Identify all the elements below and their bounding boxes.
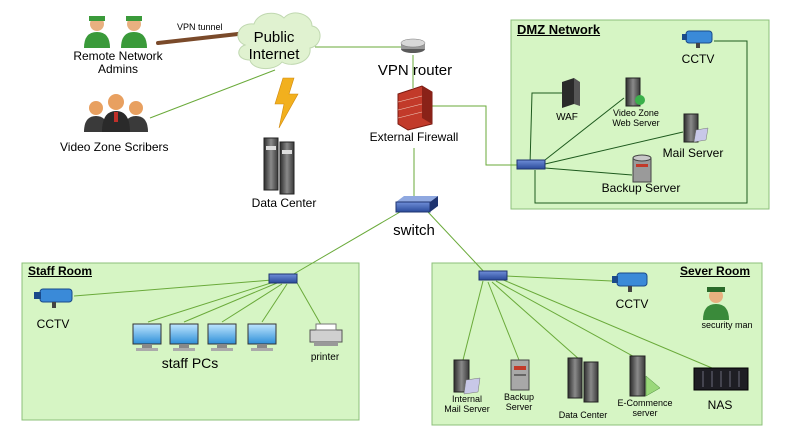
dmz-links xyxy=(529,40,748,204)
internal-mail-label: Internal Mail Server xyxy=(444,394,490,415)
waf-icon xyxy=(562,78,580,108)
switch-to-server-link xyxy=(427,211,488,276)
server-link-ecommerce xyxy=(495,280,641,361)
security-man-label: security man xyxy=(701,320,753,330)
dmz-switch-to-mail xyxy=(544,131,684,165)
web-server-icon xyxy=(625,77,645,107)
backup-small-line1: Backup xyxy=(503,392,535,402)
switch-to-staff-link xyxy=(291,211,401,276)
ecommerce-server-icon xyxy=(629,355,661,397)
staff-link-printer xyxy=(295,280,325,331)
staff-room-title: Staff Room xyxy=(28,264,92,278)
staff-cctv-icon xyxy=(34,288,73,308)
video-web-server-line2: Web Server xyxy=(612,117,660,128)
dmz-switch-to-backup xyxy=(544,167,633,176)
lightning-icon xyxy=(274,77,299,129)
staff-switch-icon xyxy=(268,273,298,284)
video-scribers-label: Video Zone Scribers xyxy=(60,140,169,154)
nas-label: NAS xyxy=(707,398,733,412)
backup-server-small-icon xyxy=(510,359,530,391)
vpn-router-label: VPN router xyxy=(377,62,453,79)
firewall-icon xyxy=(397,85,433,131)
pc-icons xyxy=(132,323,277,351)
backup-small-label: Backup Server xyxy=(503,392,535,413)
backup-small-line2: Server xyxy=(505,401,533,412)
nas-icon xyxy=(693,367,749,391)
server-link-datacenter xyxy=(491,281,581,361)
server-link-mail xyxy=(462,280,484,361)
pc-icon-3 xyxy=(207,323,237,351)
remote-admins-line1: Remote Network xyxy=(73,49,163,63)
vpn-tunnel xyxy=(156,32,240,45)
data-center-icon xyxy=(263,137,295,195)
cloud-icon xyxy=(237,12,321,69)
public-internet-line1: Public xyxy=(253,29,295,46)
ecommerce-line1: E-Commence xyxy=(617,398,673,408)
waf-label: WAF xyxy=(556,112,578,123)
firewall-to-dmz-link xyxy=(432,105,518,166)
dmz-zone-title: DMZ Network xyxy=(517,22,601,37)
backup-server-label: Backup Server xyxy=(601,181,681,195)
server-link-cctv xyxy=(505,275,613,282)
server-link-backup xyxy=(487,281,520,361)
pc-icon-4 xyxy=(247,323,277,351)
dmz-cctv-label: CCTV xyxy=(681,52,715,66)
printer-icon xyxy=(309,323,343,346)
internal-mail-line2: Mail Server xyxy=(444,403,490,414)
mail-server-icon xyxy=(683,113,709,143)
data-center-top-label: Data Center xyxy=(251,196,317,210)
ecommerce-line2: server xyxy=(632,407,658,418)
public-internet-label: Public Internet xyxy=(248,29,300,63)
backup-server-icon xyxy=(632,154,652,183)
data-center-small-icon xyxy=(567,357,599,403)
printer-label: printer xyxy=(310,352,340,363)
video-web-server-line1: Video Zone xyxy=(613,108,659,118)
internal-mail-server-icon xyxy=(453,359,481,395)
mail-server-label: Mail Server xyxy=(662,146,724,160)
staff-links xyxy=(73,279,325,331)
staff-link-pc1 xyxy=(147,281,275,323)
switch-label: switch xyxy=(393,222,435,239)
server-link-nas xyxy=(500,278,713,369)
video-web-server-label: Video Zone Web Server xyxy=(612,108,660,129)
dmz-cctv-icon xyxy=(682,30,713,48)
server-links xyxy=(462,275,713,369)
security-man-icon xyxy=(703,287,729,320)
ecommerce-label: E-Commence server xyxy=(617,398,673,419)
main-switch-icon xyxy=(395,196,438,213)
server-switch-icon xyxy=(478,270,508,281)
staff-cctv-label: CCTV xyxy=(36,317,70,331)
staff-link-pc3 xyxy=(221,283,283,323)
staff-pcs-label: staff PCs xyxy=(161,355,219,371)
remote-admins-label: Remote Network Admins xyxy=(73,49,163,77)
router-icon xyxy=(400,38,426,53)
dmz-switch-to-cctv xyxy=(534,40,748,204)
staff-link-pc4 xyxy=(261,283,288,323)
dmz-switch-to-webserver xyxy=(544,97,625,161)
staff-link-pc2 xyxy=(183,282,278,323)
pc-icon-2 xyxy=(169,323,199,351)
remote-admins-line2: Admins xyxy=(97,62,138,77)
server-cctv-icon xyxy=(612,272,648,292)
users-icon xyxy=(84,94,148,132)
external-firewall-label: External Firewall xyxy=(369,130,459,144)
pc-icon-1 xyxy=(132,323,162,351)
staff-link-cctv xyxy=(73,279,273,297)
vpn-tunnel-label: VPN tunnel xyxy=(177,22,223,32)
server-room-title: Sever Room xyxy=(680,264,751,278)
dmz-switch-icon xyxy=(516,159,546,170)
remote-admin-icon xyxy=(84,16,147,48)
internal-mail-line1: Internal xyxy=(451,394,483,404)
main-links xyxy=(149,46,518,276)
dmz-switch-to-waf xyxy=(529,92,562,166)
data-center-bottom-label: Data Center xyxy=(558,410,608,420)
server-cctv-label: CCTV xyxy=(615,297,649,311)
public-internet-line2: Internet xyxy=(248,45,300,63)
scribers-to-internet-link xyxy=(149,69,276,119)
